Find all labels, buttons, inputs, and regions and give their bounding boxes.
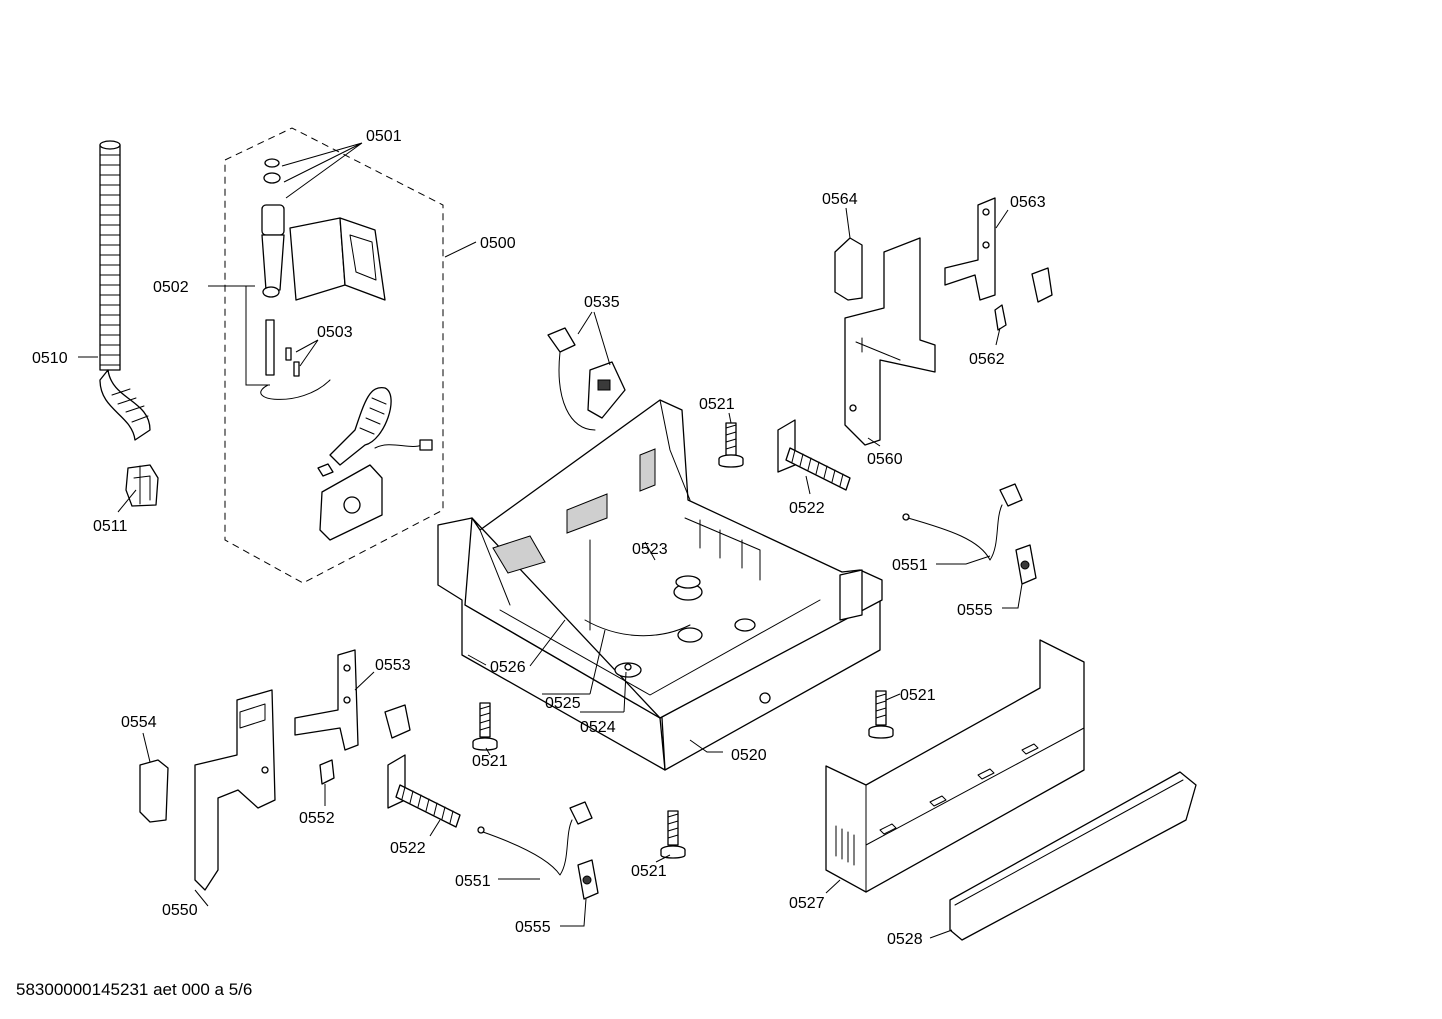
- callout-label: 0562: [969, 351, 1005, 368]
- bracket-cover-part: [834, 237, 863, 301]
- wire-hook-part: [994, 304, 1007, 331]
- callout-label: 0500: [480, 235, 516, 252]
- wire-hook-part: [319, 759, 335, 785]
- bracket-clip-part: [384, 704, 411, 739]
- callout-label: 0511: [93, 518, 128, 535]
- callout-label: 0527: [789, 895, 825, 912]
- leader-lines: [78, 142, 1023, 939]
- callout-label: 0560: [867, 451, 903, 468]
- drain-hose-part: [99, 140, 151, 441]
- inlet-hose-part: [317, 387, 433, 477]
- screw-part: [472, 702, 498, 751]
- base-frame-part: [437, 399, 883, 771]
- sensor-cable-part: [902, 483, 1023, 561]
- screw-part: [660, 810, 686, 859]
- callout-label: 0521: [631, 863, 667, 880]
- callout-label: 0523: [632, 541, 668, 558]
- callout-label: 0510: [32, 350, 68, 367]
- bracket-cover-part: [139, 759, 169, 823]
- callout-label: 0551: [892, 557, 928, 574]
- callout-label: 0554: [121, 714, 157, 731]
- callout-label: 0563: [1010, 194, 1046, 211]
- callout-label: 0555: [957, 602, 993, 619]
- callout-label: 0524: [580, 719, 616, 736]
- valve-bracket-part: [319, 464, 383, 541]
- hose-clip-part: [125, 464, 159, 507]
- callout-label: 0555: [515, 919, 551, 936]
- assembly-group-outline: [224, 127, 444, 584]
- callout-label: 0522: [390, 840, 426, 857]
- callout-label: 0502: [153, 279, 189, 296]
- aquastop-valve-part: [260, 158, 386, 400]
- callout-label: 0526: [490, 659, 526, 676]
- angle-bracket-part: [944, 197, 996, 301]
- screw-part: [868, 690, 894, 739]
- angle-bracket-part: [294, 649, 359, 751]
- callout-label: 0553: [375, 657, 411, 674]
- float-switch-part: [577, 859, 599, 900]
- callout-label: 0501: [366, 128, 402, 145]
- sensor-cable-part: [547, 327, 626, 431]
- plinth-trim-part: [949, 771, 1197, 941]
- callout-labels: 0501 0500 0502 0503 0510 0511 0535 0564 …: [32, 128, 1046, 948]
- callout-label: 0521: [699, 396, 735, 413]
- spring-part: [777, 419, 851, 491]
- callout-label: 0521: [472, 753, 508, 770]
- callout-label: 0525: [545, 695, 581, 712]
- spring-part: [387, 754, 461, 828]
- callout-label: 0564: [822, 191, 858, 208]
- callout-label: 0522: [789, 500, 825, 517]
- callout-label: 0535: [584, 294, 620, 311]
- plinth-panel-part: [825, 639, 1085, 893]
- sensor-cable-part: [477, 801, 593, 876]
- callout-label: 0550: [162, 902, 198, 919]
- bracket-clip-part: [1031, 267, 1053, 303]
- mounting-bracket-part: [844, 237, 936, 446]
- callout-label: 0503: [317, 324, 353, 341]
- callout-label: 0528: [887, 931, 923, 948]
- float-switch-part: [1015, 544, 1037, 585]
- drawing-reference-number: 58300000145231 aet 000 a 5/6: [16, 980, 253, 999]
- screw-part: [718, 422, 744, 468]
- callout-label: 0520: [731, 747, 767, 764]
- callout-label: 0551: [455, 873, 491, 890]
- callout-label: 0552: [299, 810, 335, 827]
- side-bracket-part: [194, 689, 276, 891]
- small-fitting-part: [285, 347, 300, 377]
- callout-label: 0521: [900, 687, 936, 704]
